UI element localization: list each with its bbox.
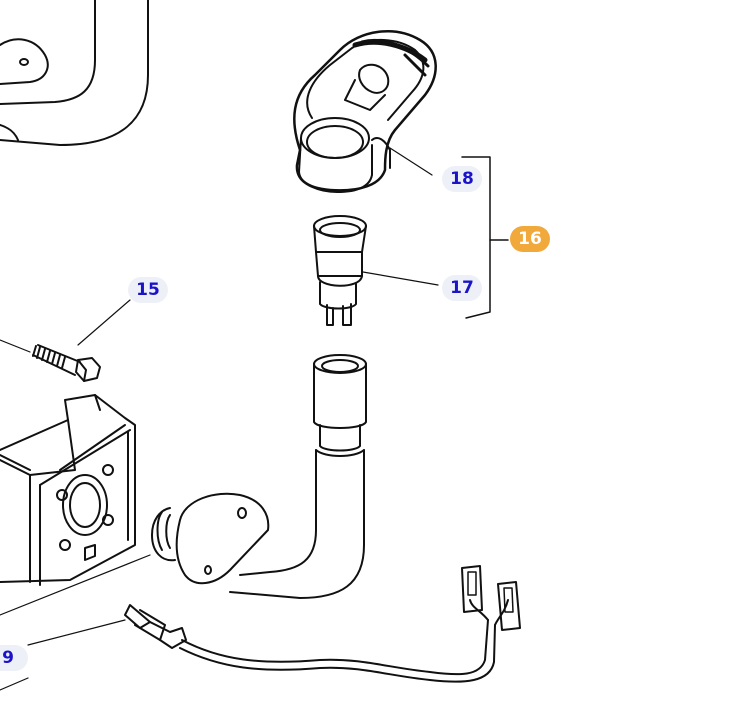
pipe-flange bbox=[151, 492, 270, 585]
upper-pipe-elbow bbox=[0, 0, 149, 146]
callout-part-17[interactable]: 17 bbox=[442, 275, 482, 301]
mounting-bracket bbox=[0, 394, 136, 586]
callout-assembly-16[interactable]: 16 bbox=[510, 226, 550, 252]
lamp-socket-part-17 bbox=[313, 215, 367, 326]
assembly-bracket bbox=[461, 156, 509, 319]
callout-part-15[interactable]: 15 bbox=[128, 277, 168, 303]
bolt-part-15 bbox=[32, 344, 101, 382]
callout-part-9[interactable]: 9 bbox=[0, 645, 28, 671]
wiring-harness bbox=[124, 565, 521, 683]
lamp-cap-part-18 bbox=[293, 30, 437, 193]
leader-lines bbox=[0, 147, 439, 691]
callout-part-18[interactable]: 18 bbox=[442, 166, 482, 192]
lamp-post-pipe bbox=[229, 354, 367, 599]
